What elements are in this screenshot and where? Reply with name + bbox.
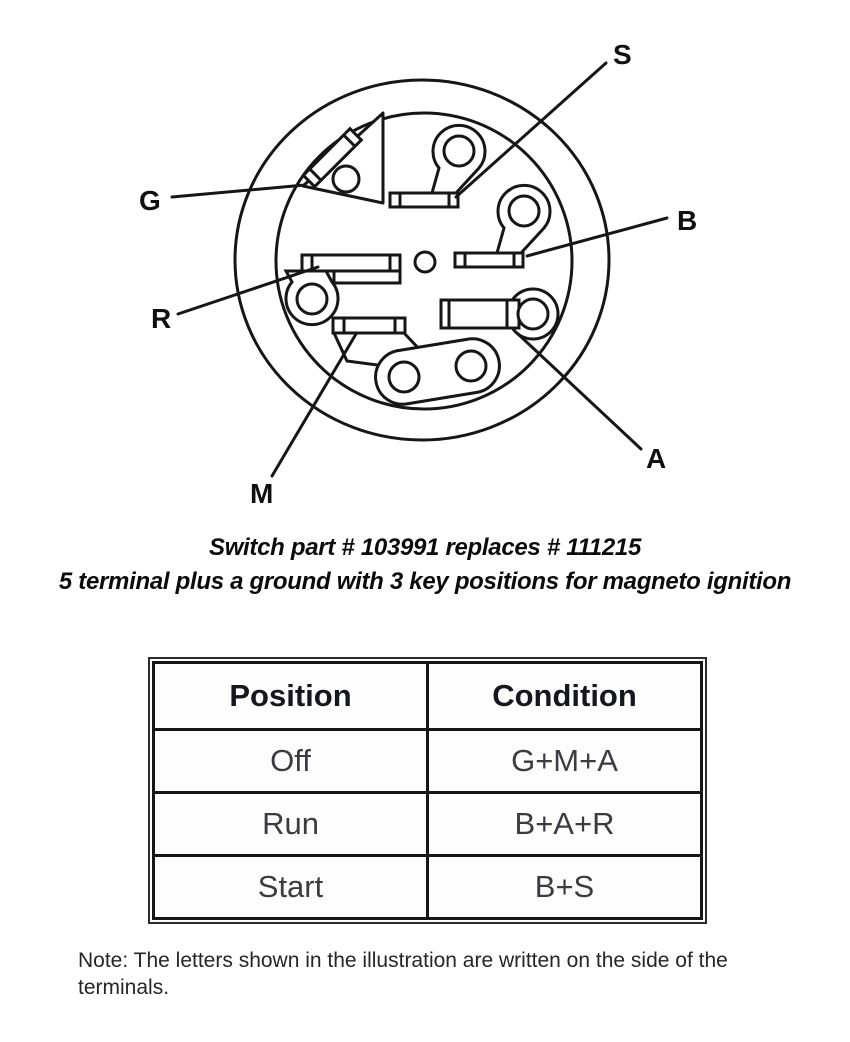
condition-cell: G+M+A xyxy=(426,728,703,794)
terminal-b-hole xyxy=(507,194,541,228)
table-row-start: Start B+S xyxy=(152,854,703,920)
switch-inner-circle xyxy=(274,111,574,411)
b-leader-line xyxy=(525,216,669,258)
terminal-s-blade xyxy=(388,191,460,209)
terminal-m-blade xyxy=(331,316,407,335)
terminal-a-label: A xyxy=(646,443,666,474)
table-row-off: Off G+M+A xyxy=(152,728,703,794)
terminal-m-hole-2 xyxy=(454,349,488,383)
caption: Switch part # 103991 replaces # 111215 5… xyxy=(0,531,850,599)
ignition-switch-rear-view-diagram: S G B R M A xyxy=(139,39,697,509)
terminal-r xyxy=(283,253,402,327)
condition-cell: B+A+R xyxy=(426,791,703,857)
position-condition-table: Position Condition Off G+M+A Run B+A+R S… xyxy=(148,657,707,924)
table-header-condition: Condition xyxy=(426,661,703,731)
center-shaft-hole xyxy=(413,250,437,274)
terminal-s-label: S xyxy=(613,39,632,70)
terminal-b xyxy=(453,183,552,269)
r-leader-line xyxy=(176,265,320,316)
terminal-g-blade xyxy=(301,126,364,189)
g-leader-line xyxy=(170,183,307,199)
terminal-r-label: R xyxy=(151,303,171,334)
terminal-m-label: M xyxy=(250,478,273,509)
terminal-m xyxy=(331,316,501,406)
table-header-row: Position Condition xyxy=(152,661,703,731)
terminal-g xyxy=(301,111,385,205)
terminal-a xyxy=(439,287,560,341)
terminal-b-blade xyxy=(453,251,525,269)
position-cell: Start xyxy=(152,854,429,920)
table-row-run: Run B+A+R xyxy=(152,791,703,857)
terminal-r-hole xyxy=(295,282,329,316)
position-cell: Off xyxy=(152,728,429,794)
s-leader-line xyxy=(454,61,608,199)
caption-line2: 5 terminal plus a ground with 3 key posi… xyxy=(58,568,792,595)
m-leader-line xyxy=(270,332,358,478)
note-text: Note: The letters shown in the illustrat… xyxy=(78,949,728,999)
terminal-s-hole xyxy=(442,134,476,168)
position-cell: Run xyxy=(152,791,429,857)
table-header-position: Position xyxy=(152,661,429,731)
terminal-m-hole xyxy=(387,360,421,394)
terminal-a-hole xyxy=(516,297,550,331)
a-leader-line xyxy=(516,332,643,451)
switch-outer-circle xyxy=(233,78,611,442)
terminal-b-label: B xyxy=(677,205,697,236)
condition-cell: B+S xyxy=(426,854,703,920)
terminal-g-hole xyxy=(331,164,361,194)
terminal-s xyxy=(388,123,487,209)
terminal-r-step xyxy=(332,269,402,285)
caption-line1: Switch part # 103991 replaces # 111215 xyxy=(208,534,641,561)
terminal-g-label: G xyxy=(139,185,161,216)
